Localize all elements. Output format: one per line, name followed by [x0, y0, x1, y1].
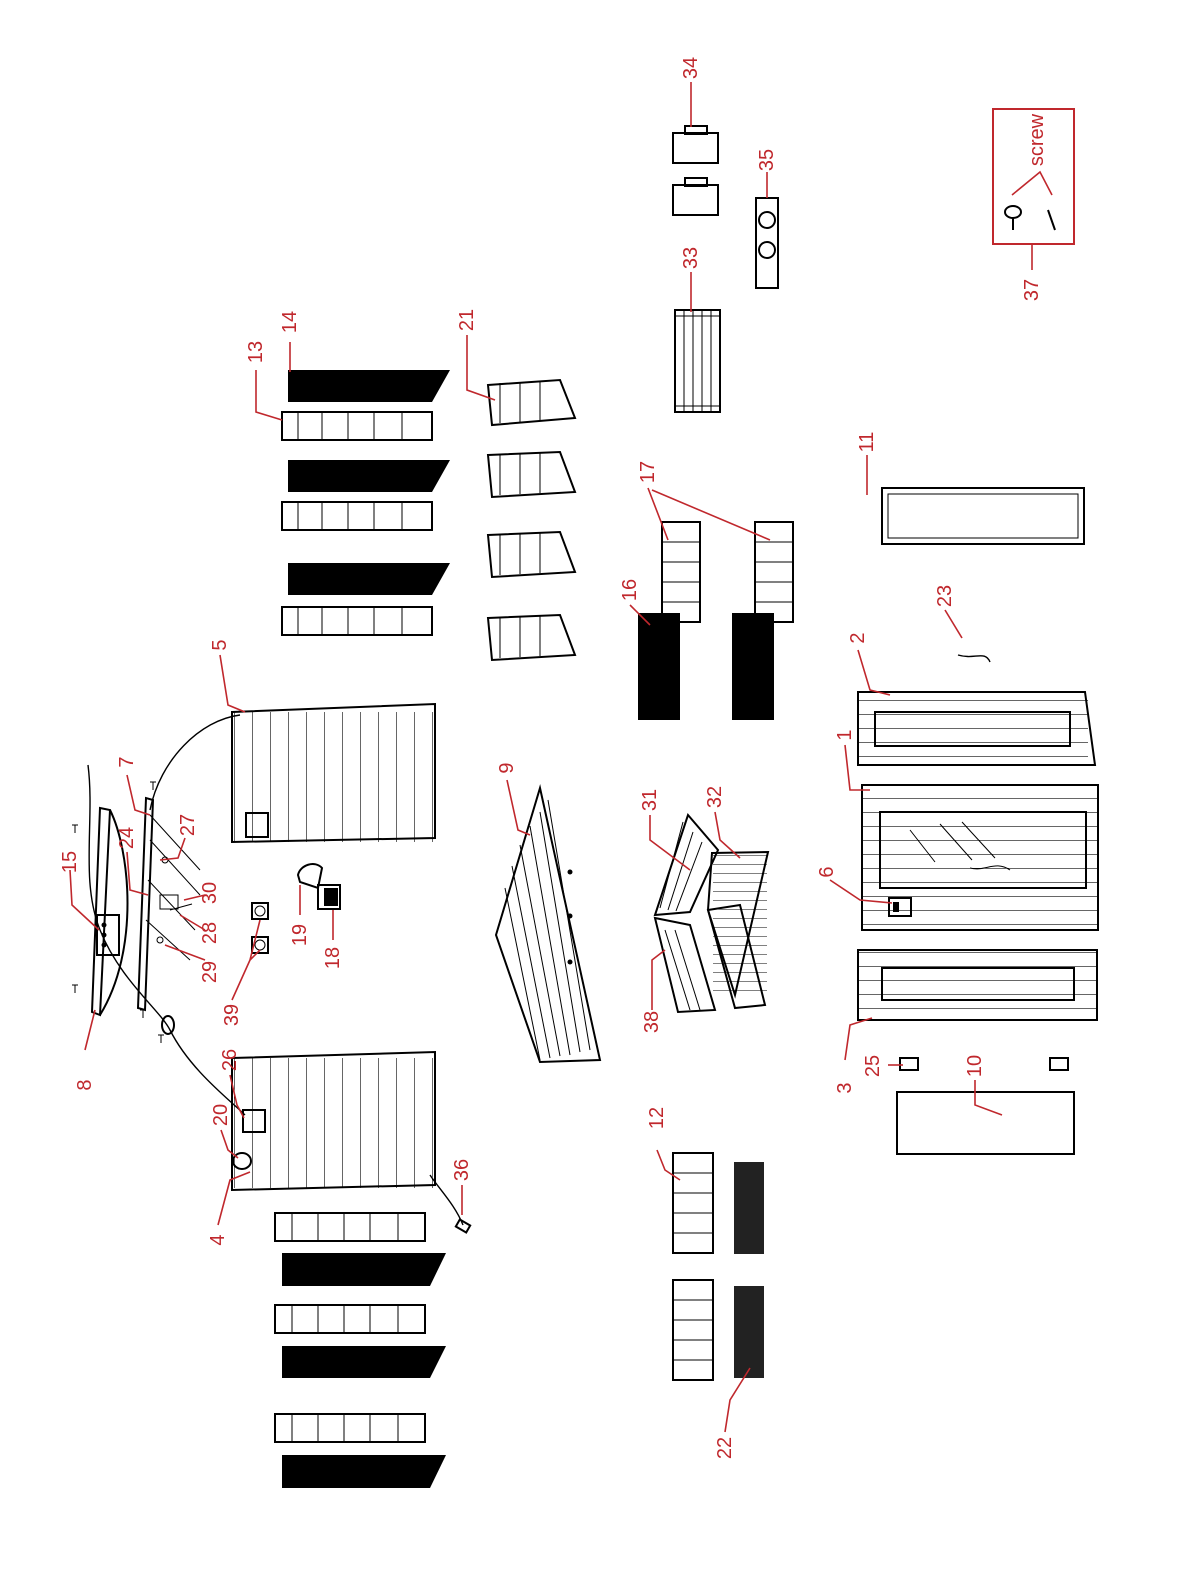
label-2: 2 [847, 632, 869, 643]
label-18: 18 [322, 947, 344, 969]
label-17: 17 [637, 461, 659, 483]
screw-head-icon [1005, 206, 1021, 218]
label-29: 29 [199, 961, 221, 983]
label-33: 33 [680, 247, 702, 269]
label-1: 1 [834, 729, 856, 740]
label-27: 27 [177, 814, 199, 836]
bench-assembly [655, 815, 768, 1012]
label-38: 38 [641, 1011, 663, 1033]
label-11: 11 [856, 432, 878, 453]
heater-frames-bottom [275, 1213, 446, 1488]
label-3: 3 [834, 1082, 856, 1093]
label-32: 32 [704, 786, 726, 808]
label-13: 13 [245, 341, 267, 363]
label-35: 35 [756, 149, 778, 171]
label-22: 22 [714, 1437, 736, 1459]
back-wall-panel-5 [232, 704, 435, 842]
screw-legend: screw [993, 109, 1074, 270]
label-20: 20 [210, 1104, 232, 1126]
back-wall-panel-4 [232, 1052, 470, 1232]
label-14: 14 [279, 311, 301, 333]
label-9: 9 [496, 762, 518, 773]
label-24: 24 [116, 827, 138, 849]
label-16: 16 [619, 579, 641, 601]
label-34: 34 [680, 57, 702, 79]
control-box [97, 915, 119, 955]
label-6: 6 [816, 866, 838, 877]
screw-legend-text: screw [1026, 113, 1048, 166]
label-8: 8 [74, 1079, 96, 1090]
label-5: 5 [209, 639, 231, 650]
label-23: 23 [934, 585, 956, 607]
label-30: 30 [199, 882, 221, 904]
label-36: 36 [451, 1159, 473, 1181]
label-25: 25 [862, 1055, 884, 1077]
label-4: 4 [207, 1234, 229, 1245]
label-39: 39 [221, 1004, 243, 1026]
heater-frames-top [282, 370, 450, 635]
screw-thread-icon [1048, 210, 1055, 230]
label-31: 31 [639, 789, 661, 811]
label-10: 10 [964, 1055, 986, 1077]
label-12: 12 [646, 1107, 668, 1129]
label-15: 15 [59, 851, 81, 873]
label-19: 19 [289, 924, 311, 946]
label-21: 21 [456, 309, 478, 331]
front-walls [858, 488, 1098, 1154]
label-37: 37 [1021, 279, 1043, 301]
label-26: 26 [219, 1049, 241, 1071]
label-28: 28 [199, 922, 221, 944]
floor-panel [496, 788, 600, 1062]
label-7: 7 [116, 756, 138, 767]
ladder-brackets [488, 380, 575, 660]
